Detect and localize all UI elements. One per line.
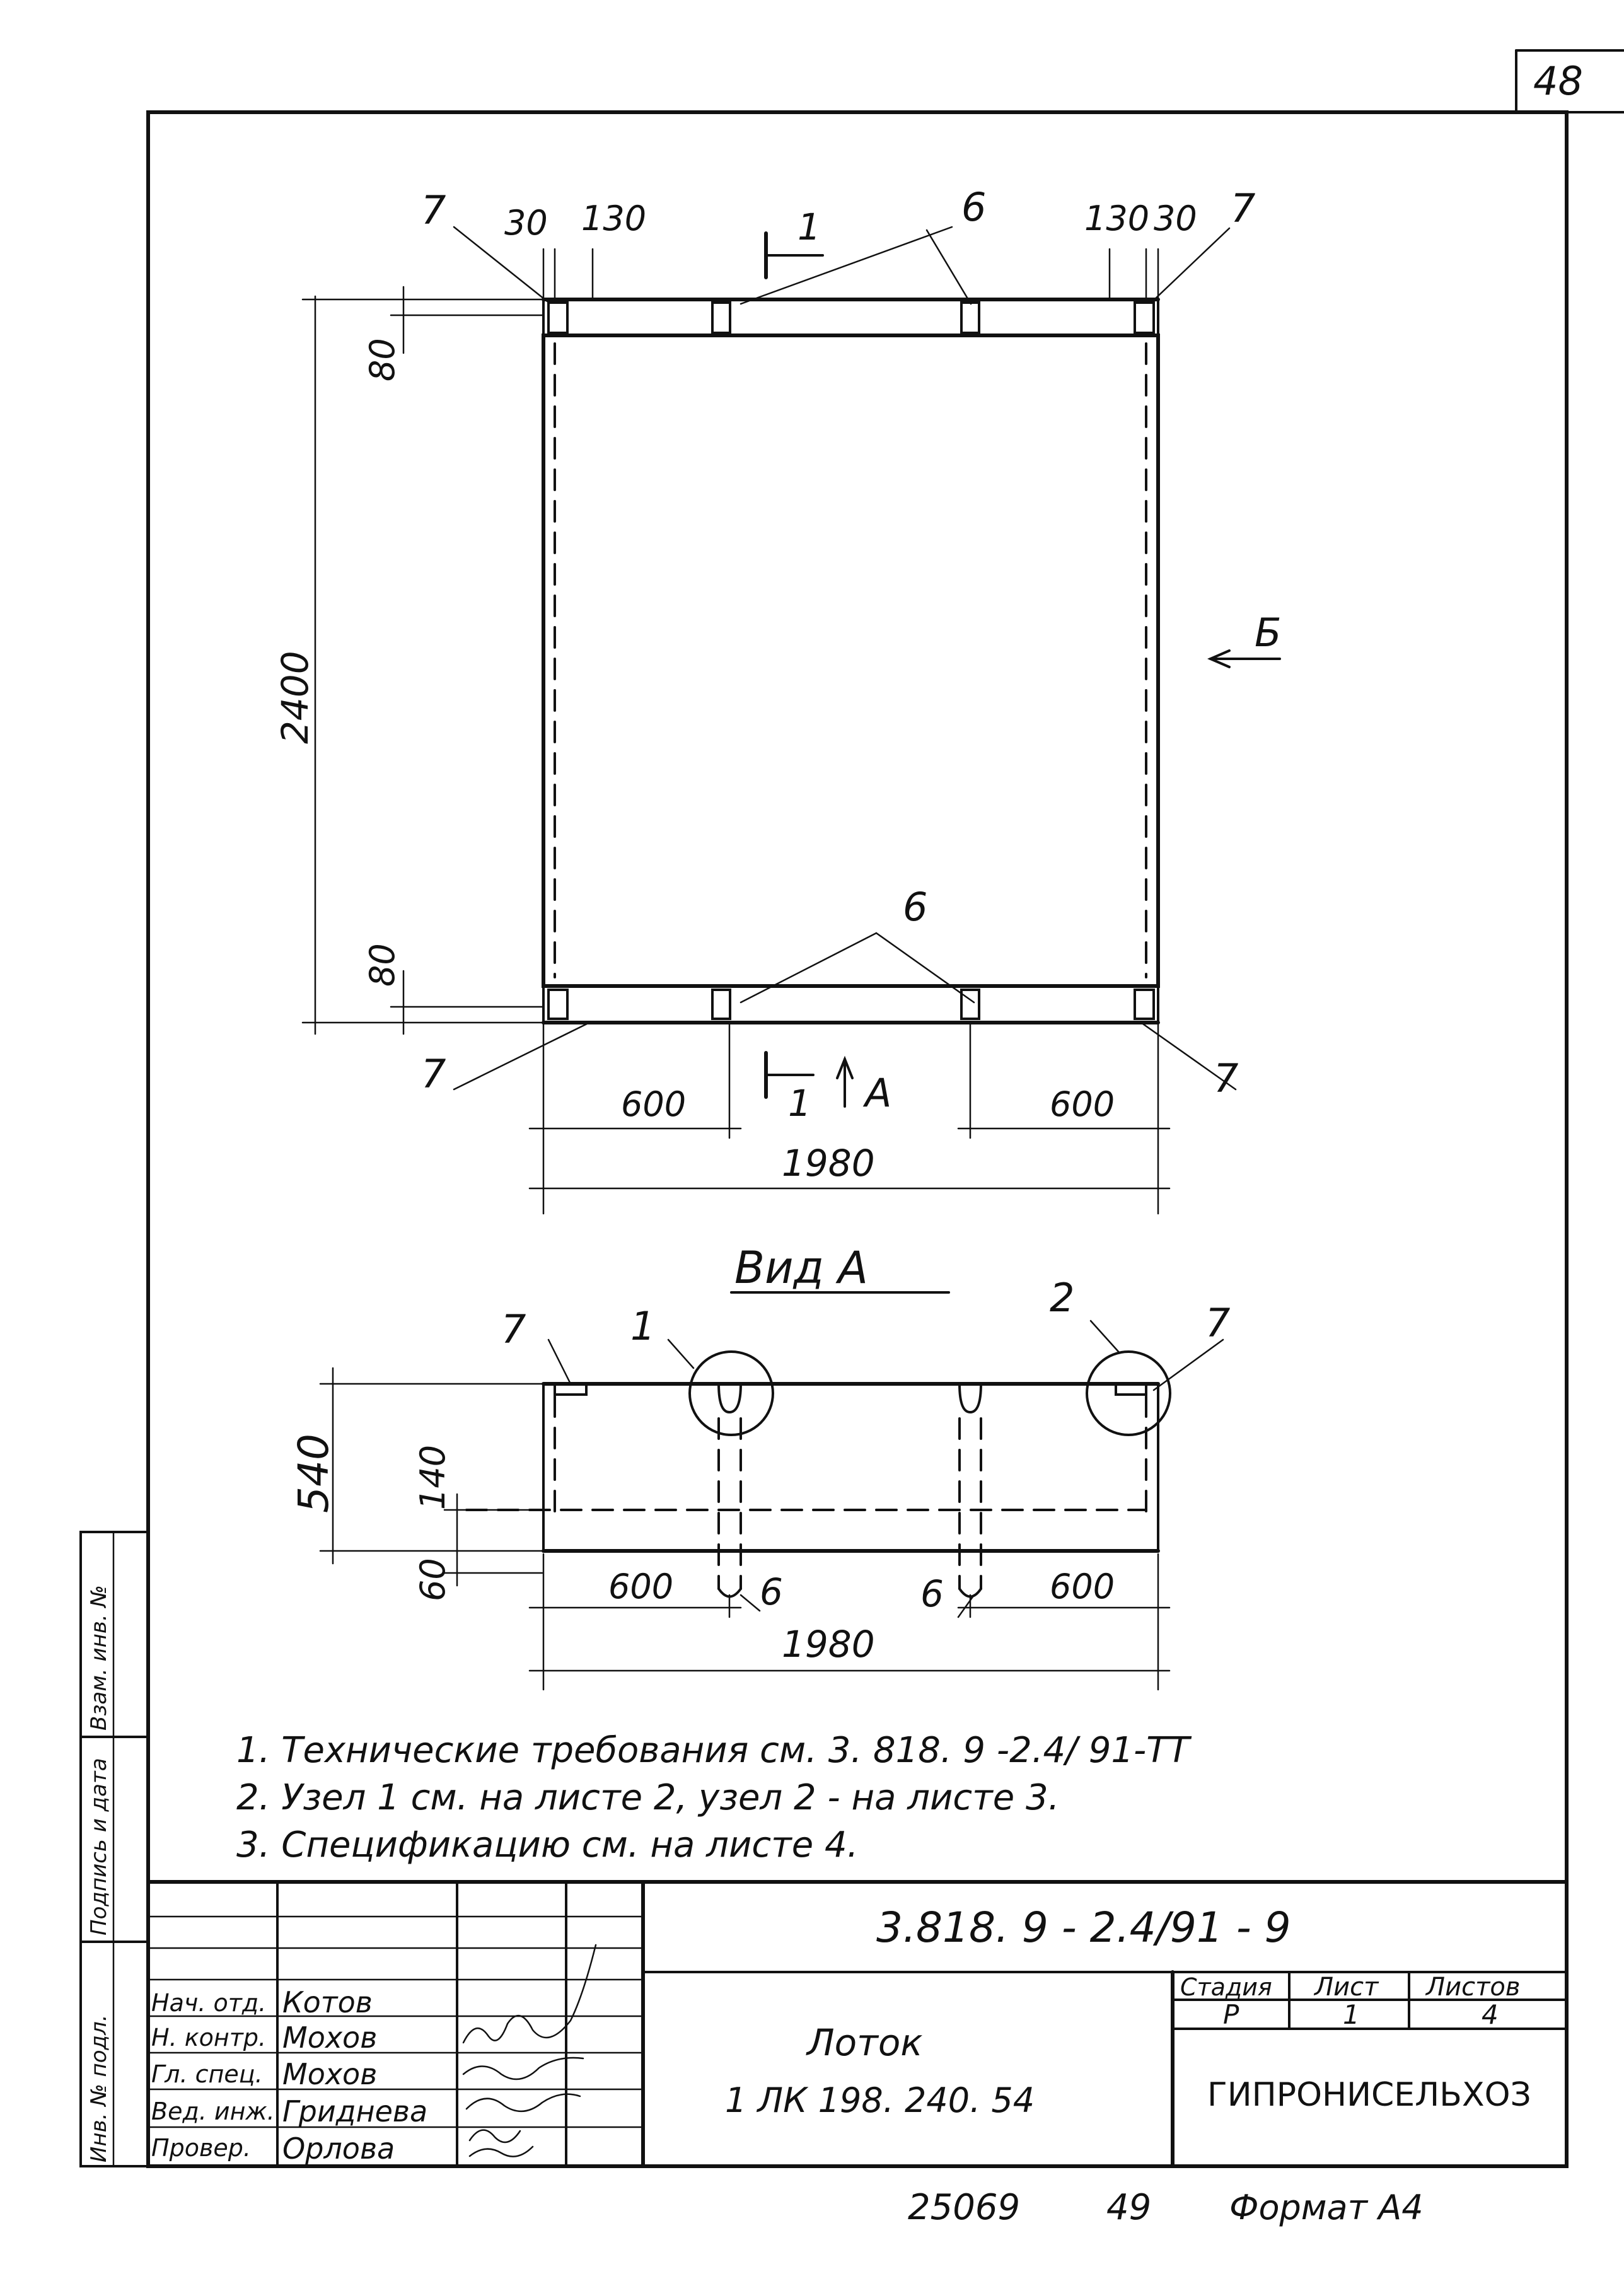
section-1-top: 1 <box>798 206 821 248</box>
plan-view <box>542 248 1160 1024</box>
callout-6-bottom: 6 <box>903 884 927 930</box>
tb-name-1: Котов <box>282 1985 373 2019</box>
view-a-callout-7-right: 7 <box>1205 1300 1230 1346</box>
view-a-dim-540: 540 <box>289 1434 338 1513</box>
callout-7-bottom-left: 7 <box>421 1051 446 1097</box>
tb-name-3: Мохов <box>282 2057 377 2091</box>
view-a-node-1: 1 <box>630 1303 655 1349</box>
tb-sheets: 4 <box>1482 1999 1499 2030</box>
callout-7-top-left: 7 <box>421 187 446 233</box>
tb-designation: 3.818. 9 - 2.4/91 - 9 <box>876 1903 1291 1952</box>
view-a-callout-6-left: 6 <box>760 1570 783 1613</box>
callout-7-top-right: 7 <box>1231 185 1255 231</box>
tb-name-2: Мохов <box>282 2021 377 2055</box>
view-a-dim-600-left: 600 <box>608 1567 673 1606</box>
tb-name-4: Гриднева <box>282 2094 427 2128</box>
callout-7-bottom-right: 7 <box>1214 1055 1238 1101</box>
tb-stage: Р <box>1223 1999 1239 2030</box>
note-1: 1. Технические требования см. 3. 818. 9 … <box>236 1730 1192 1771</box>
footer-number: 25069 <box>908 2187 1020 2228</box>
view-a-arrow: А <box>862 1070 891 1116</box>
footer-format: Формат А4 <box>1229 2188 1424 2227</box>
tb-stage-header: Стадия <box>1180 1973 1272 2001</box>
tb-role-1: Нач. отд. <box>151 1989 266 2017</box>
tb-name-line1: Лоток <box>806 2021 922 2064</box>
side-stamp-sign-date: Подпись и дата <box>86 1758 112 1935</box>
plan-dim-600-left: 600 <box>621 1084 686 1124</box>
view-a-callout-6-right: 6 <box>920 1572 944 1615</box>
side-stamp <box>79 1531 149 2167</box>
section-1-bottom: 1 <box>788 1082 811 1125</box>
dim-edge-bottom-80: 80 <box>362 943 402 987</box>
side-stamp-inv-orig: Инв. № подл. <box>86 2014 112 2162</box>
tb-role-3: Гл. спец. <box>151 2060 263 2088</box>
view-b-arrow: Б <box>1255 610 1282 656</box>
dim-130-right: 130 <box>1084 199 1149 238</box>
tb-role-4: Вед. инж. <box>151 2097 275 2125</box>
signatures <box>462 1944 597 2157</box>
view-a-dim-60: 60 <box>413 1558 453 1601</box>
tb-sheets-header: Листов <box>1425 1973 1520 2002</box>
view-a-dim-1980: 1980 <box>782 1623 875 1666</box>
tb-role-5: Провер. <box>151 2134 251 2162</box>
view-a-dim-140: 140 <box>413 1445 453 1510</box>
view-a-drawing <box>465 1350 1171 1598</box>
tb-sheet-header: Лист <box>1313 1973 1379 2002</box>
tb-role-2: Н. контр. <box>151 2024 266 2051</box>
dim-height-2400: 2400 <box>274 651 316 744</box>
plan-dim-width-1980: 1980 <box>782 1142 875 1185</box>
view-a-title: Вид А <box>734 1242 868 1294</box>
view-a-node-2: 2 <box>1050 1275 1074 1321</box>
view-a-dim-600-right: 600 <box>1050 1567 1115 1606</box>
sheet-number: 48 <box>1533 58 1583 104</box>
tb-name-line2: 1 ЛК 198. 240. 54 <box>725 2080 1035 2120</box>
dim-30-right: 30 <box>1154 199 1197 238</box>
note-2: 2. Узел 1 см. на листе 2, узел 2 - на ли… <box>236 1777 1059 1818</box>
tb-organization: ГИПРОНИСЕЛЬХОЗ <box>1207 2076 1531 2114</box>
dim-130-left: 130 <box>581 199 646 238</box>
title-block <box>146 1880 1569 2168</box>
dim-30-left: 30 <box>504 203 548 243</box>
view-a-callout-7-left: 7 <box>501 1306 526 1352</box>
footer-page: 49 <box>1106 2187 1151 2228</box>
dim-edge-top-80: 80 <box>362 338 402 381</box>
callout-6-top: 6 <box>961 184 986 230</box>
note-3: 3. Спецификацию см. на листе 4. <box>236 1825 858 1865</box>
side-stamp-replace-inv: Взам. инв. № <box>86 1585 112 1731</box>
tb-name-5: Орлова <box>282 2132 395 2166</box>
plan-dim-600-right: 600 <box>1050 1084 1115 1124</box>
tb-sheet: 1 <box>1343 1999 1360 2030</box>
